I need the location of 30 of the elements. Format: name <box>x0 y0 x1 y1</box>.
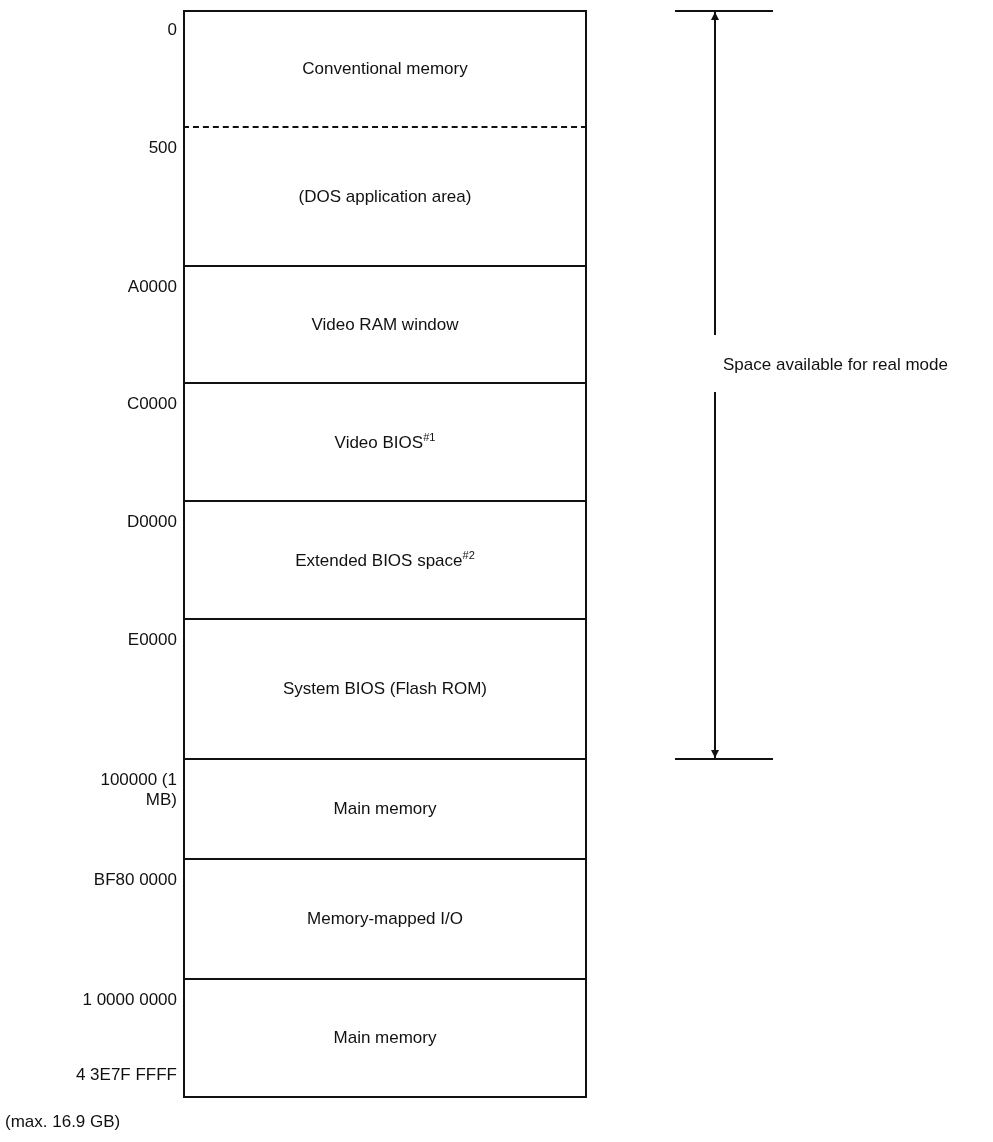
address-label: C0000 <box>126 394 177 414</box>
region-label: Main memory <box>333 798 437 820</box>
address-label: A0000 <box>127 277 177 297</box>
memory-region <box>183 620 587 760</box>
region-label: Video RAM window <box>311 313 459 336</box>
address-label: 100000 (1 MB) <box>99 770 177 810</box>
address-label: BF80 0000 <box>93 870 177 890</box>
capacity-note: (max. 16.9 GB) <box>5 1112 121 1132</box>
address-label: 1 0000 0000 <box>82 990 177 1010</box>
address-label: D0000 <box>126 512 177 532</box>
memory-region <box>183 384 587 502</box>
address-label: E0000 <box>127 630 177 650</box>
memory-region <box>183 760 587 860</box>
address-label: 0 <box>167 20 177 40</box>
region-label: Conventional memory <box>302 58 468 80</box>
memory-region <box>183 502 587 620</box>
address-label: 4 3E7F FFFF <box>75 1065 177 1085</box>
region-label: Main memory <box>333 1027 437 1049</box>
address-label: 500 <box>148 138 177 158</box>
memory-region <box>183 267 587 384</box>
memory-region <box>183 980 587 1098</box>
memory-region <box>183 10 587 128</box>
region-label: Memory-mapped I/O <box>307 908 463 930</box>
memory-region <box>183 128 587 267</box>
region-label: Extended BIOS space$^{#2}$ <box>295 549 475 571</box>
region-label: System BIOS (Flash ROM) <box>283 678 487 700</box>
dimension-label: Space available for real mode <box>723 355 948 375</box>
region-label: (DOS application area) <box>298 185 472 208</box>
memory-region <box>183 860 587 980</box>
region-label: Video BIOS$^{#1}$ <box>334 431 436 453</box>
